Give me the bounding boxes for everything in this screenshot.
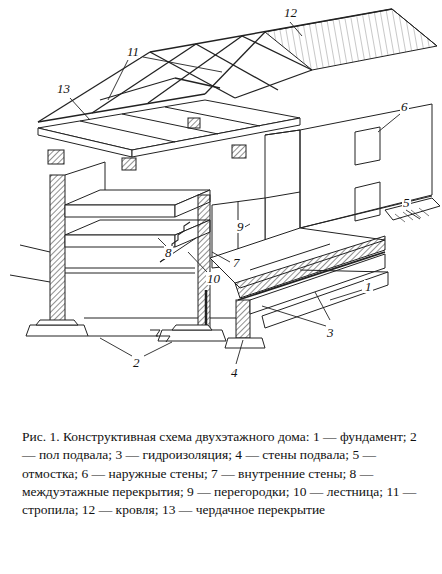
callout-number: 2: [132, 356, 141, 369]
callout-number: 1: [364, 280, 373, 293]
callout-number: 12: [283, 6, 298, 19]
callout-number: 3: [326, 326, 335, 339]
callout-number: 9: [236, 220, 245, 233]
callout-number: 7: [232, 256, 241, 269]
figure-caption: Рис. 1. Конструктивная схема двухэтажног…: [22, 428, 422, 520]
callout-number: 13: [56, 82, 71, 95]
callout-number: 10: [206, 272, 221, 285]
callout-number: 6: [400, 100, 409, 113]
callout-number: 5: [402, 196, 411, 209]
callout-number: 11: [126, 45, 140, 58]
callout-number: 8: [164, 246, 173, 259]
callout-number: 4: [230, 366, 239, 379]
